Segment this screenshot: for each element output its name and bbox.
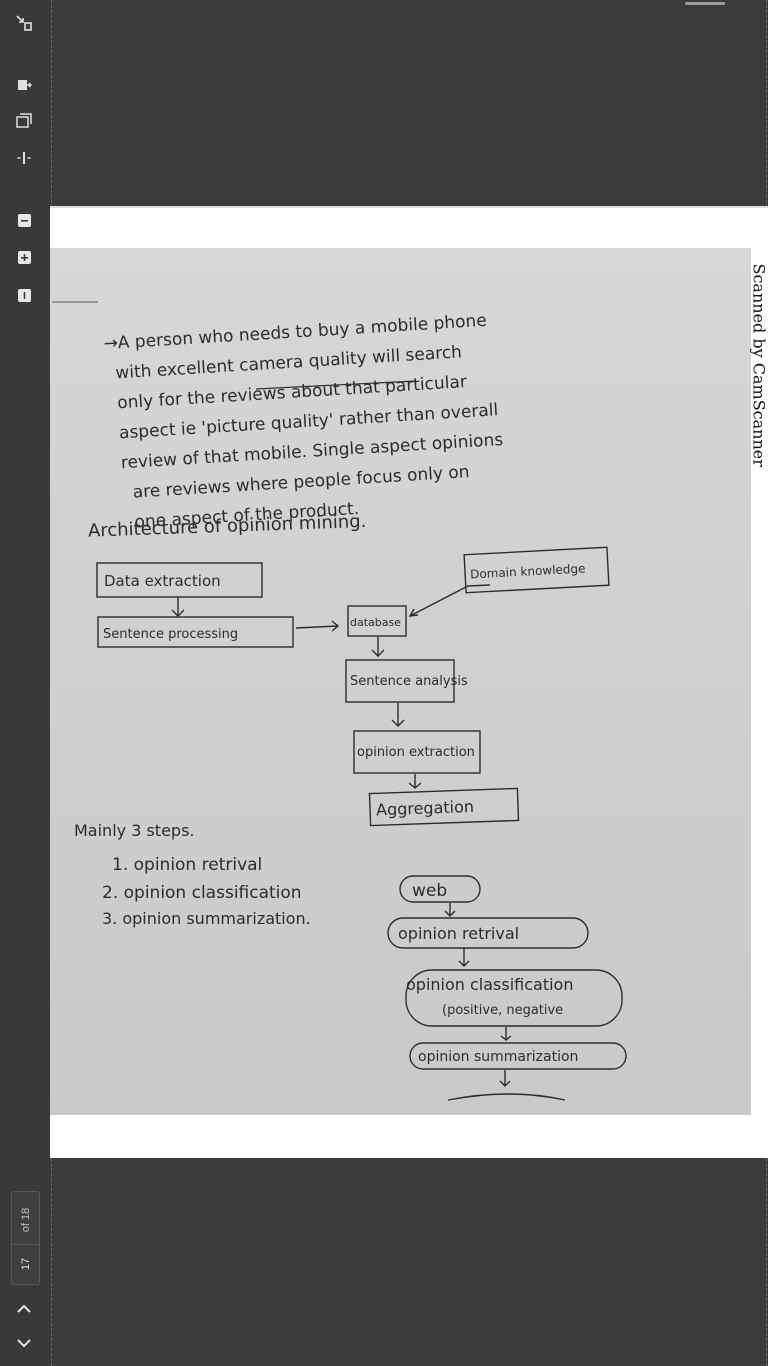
export-icon[interactable]: [13, 74, 35, 96]
zoom-in-icon[interactable]: [13, 246, 35, 268]
fit-width-icon[interactable]: [13, 147, 35, 169]
step-3: 3. opinion summarization.: [102, 909, 311, 928]
box-domain-knowledge: Domain knowledge: [470, 561, 586, 581]
page-counter[interactable]: of 18 17: [11, 1191, 40, 1285]
page-counter-divider: [12, 1244, 39, 1245]
box-opinion-extraction: opinion extraction: [357, 745, 475, 760]
zoom-out-icon[interactable]: [13, 209, 35, 231]
flow-summarization: opinion summarization: [418, 1049, 578, 1065]
camscanner-stamp: Scanned by CamScanner: [745, 256, 768, 496]
scroll-indicator[interactable]: [685, 2, 725, 5]
flow-diagram: [387, 875, 627, 1101]
scanned-photo: →A person who needs to buy a mobile phon…: [50, 248, 751, 1115]
architecture-diagram: [96, 546, 610, 827]
box-sentence-analysis: Sentence analysis: [350, 674, 468, 689]
flow-classification-sub: (positive, negative: [442, 1003, 563, 1018]
steps-title: Mainly 3 steps.: [74, 821, 195, 840]
flow-web: web: [412, 881, 447, 901]
page-total-label: of 18: [20, 1207, 32, 1233]
page-current-label: 17: [20, 1257, 32, 1271]
box-aggregation: Aggregation: [376, 797, 475, 819]
info-icon[interactable]: [13, 284, 35, 306]
camscanner-text: Scanned by CamScanner: [749, 263, 768, 467]
chevron-down-icon[interactable]: [13, 1332, 35, 1354]
flow-retrival: opinion retrival: [398, 924, 519, 943]
flow-classification: opinion classification: [406, 975, 573, 994]
viewer-toolbar: of 18 17: [0, 0, 50, 1366]
step-1: 1. opinion retrival: [112, 855, 262, 875]
architecture-heading: Architecture of opinion mining.: [88, 511, 367, 542]
box-sentence-processing: Sentence processing: [103, 627, 238, 642]
box-data-extraction: Data extraction: [104, 572, 221, 590]
step-2: 2. opinion classification: [102, 883, 302, 903]
window-icon[interactable]: [13, 110, 35, 132]
chevron-up-icon[interactable]: [13, 1297, 35, 1319]
box-database: database: [350, 616, 401, 629]
exit-fullscreen-icon[interactable]: [13, 12, 35, 34]
